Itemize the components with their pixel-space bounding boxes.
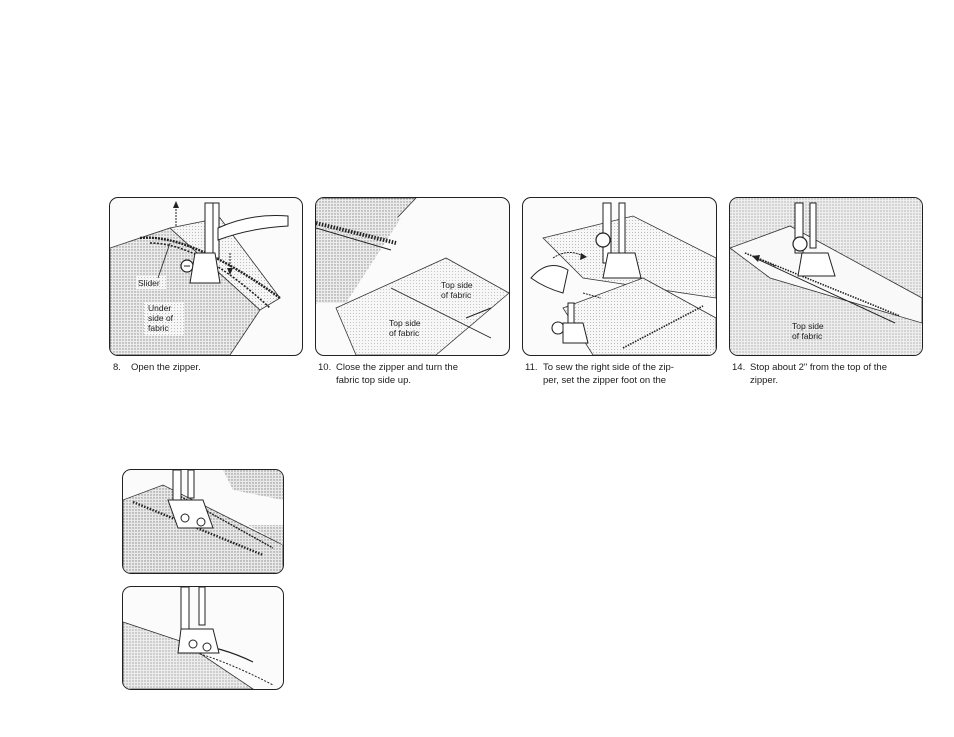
label-top-b-2: of fabric: [389, 328, 420, 338]
step-number: 11.: [525, 361, 543, 374]
label-top-a-2: of fabric: [441, 290, 472, 300]
step-text: Open the zipper.: [131, 362, 201, 373]
illustration-step-14: Top side of fabric: [729, 197, 923, 356]
label-slider: Slider: [138, 278, 160, 288]
step-text-line2: zipper.: [750, 375, 778, 386]
zipper-open-drawing: Slider Under side of fabric: [110, 198, 302, 355]
label-top-2: of fabric: [792, 331, 823, 341]
illustration-step-10: Top side of fabric Top side of fabric: [315, 197, 510, 356]
step-text-line1: To sew the right side of the zip-: [543, 362, 674, 373]
step-number: 8.: [113, 361, 131, 374]
step-text-line2: per, set the zipper foot on the: [543, 375, 666, 386]
label-top-a-1: Top side: [441, 280, 473, 290]
caption-step-10: 10.Close the zipper and turn the fabric …: [318, 361, 512, 387]
label-under-2: side of: [148, 313, 174, 323]
caption-step-11: 11.To sew the right side of the zip- per…: [525, 361, 720, 387]
step-text-line2: fabric top side up.: [336, 375, 411, 386]
step-text-line1: Close the zipper and turn the: [336, 362, 458, 373]
illustration-step-11: [522, 197, 717, 356]
zipper-stop-drawing: Top side of fabric: [730, 198, 922, 355]
label-under-1: Under: [148, 303, 171, 313]
caption-step-8: 8.Open the zipper.: [113, 361, 303, 374]
step-text-line1: Stop about 2" from the top of the: [750, 362, 887, 373]
zipper-foot-drawing: [523, 198, 716, 355]
zipper-finish-drawing: [123, 587, 283, 689]
illustration-lower-a: [122, 469, 284, 574]
step-number: 10.: [318, 361, 336, 374]
step-number: 14.: [732, 361, 750, 374]
zipper-stitch-drawing: [123, 470, 283, 573]
label-top-b-1: Top side: [389, 318, 421, 328]
label-under-3: fabric: [148, 323, 170, 333]
label-top-1: Top side: [792, 321, 824, 331]
illustration-step-8: Slider Under side of fabric: [109, 197, 303, 356]
zipper-closed-drawing: Top side of fabric Top side of fabric: [316, 198, 509, 355]
illustration-lower-b: [122, 586, 284, 690]
caption-step-14: 14.Stop about 2" from the top of the zip…: [732, 361, 927, 387]
